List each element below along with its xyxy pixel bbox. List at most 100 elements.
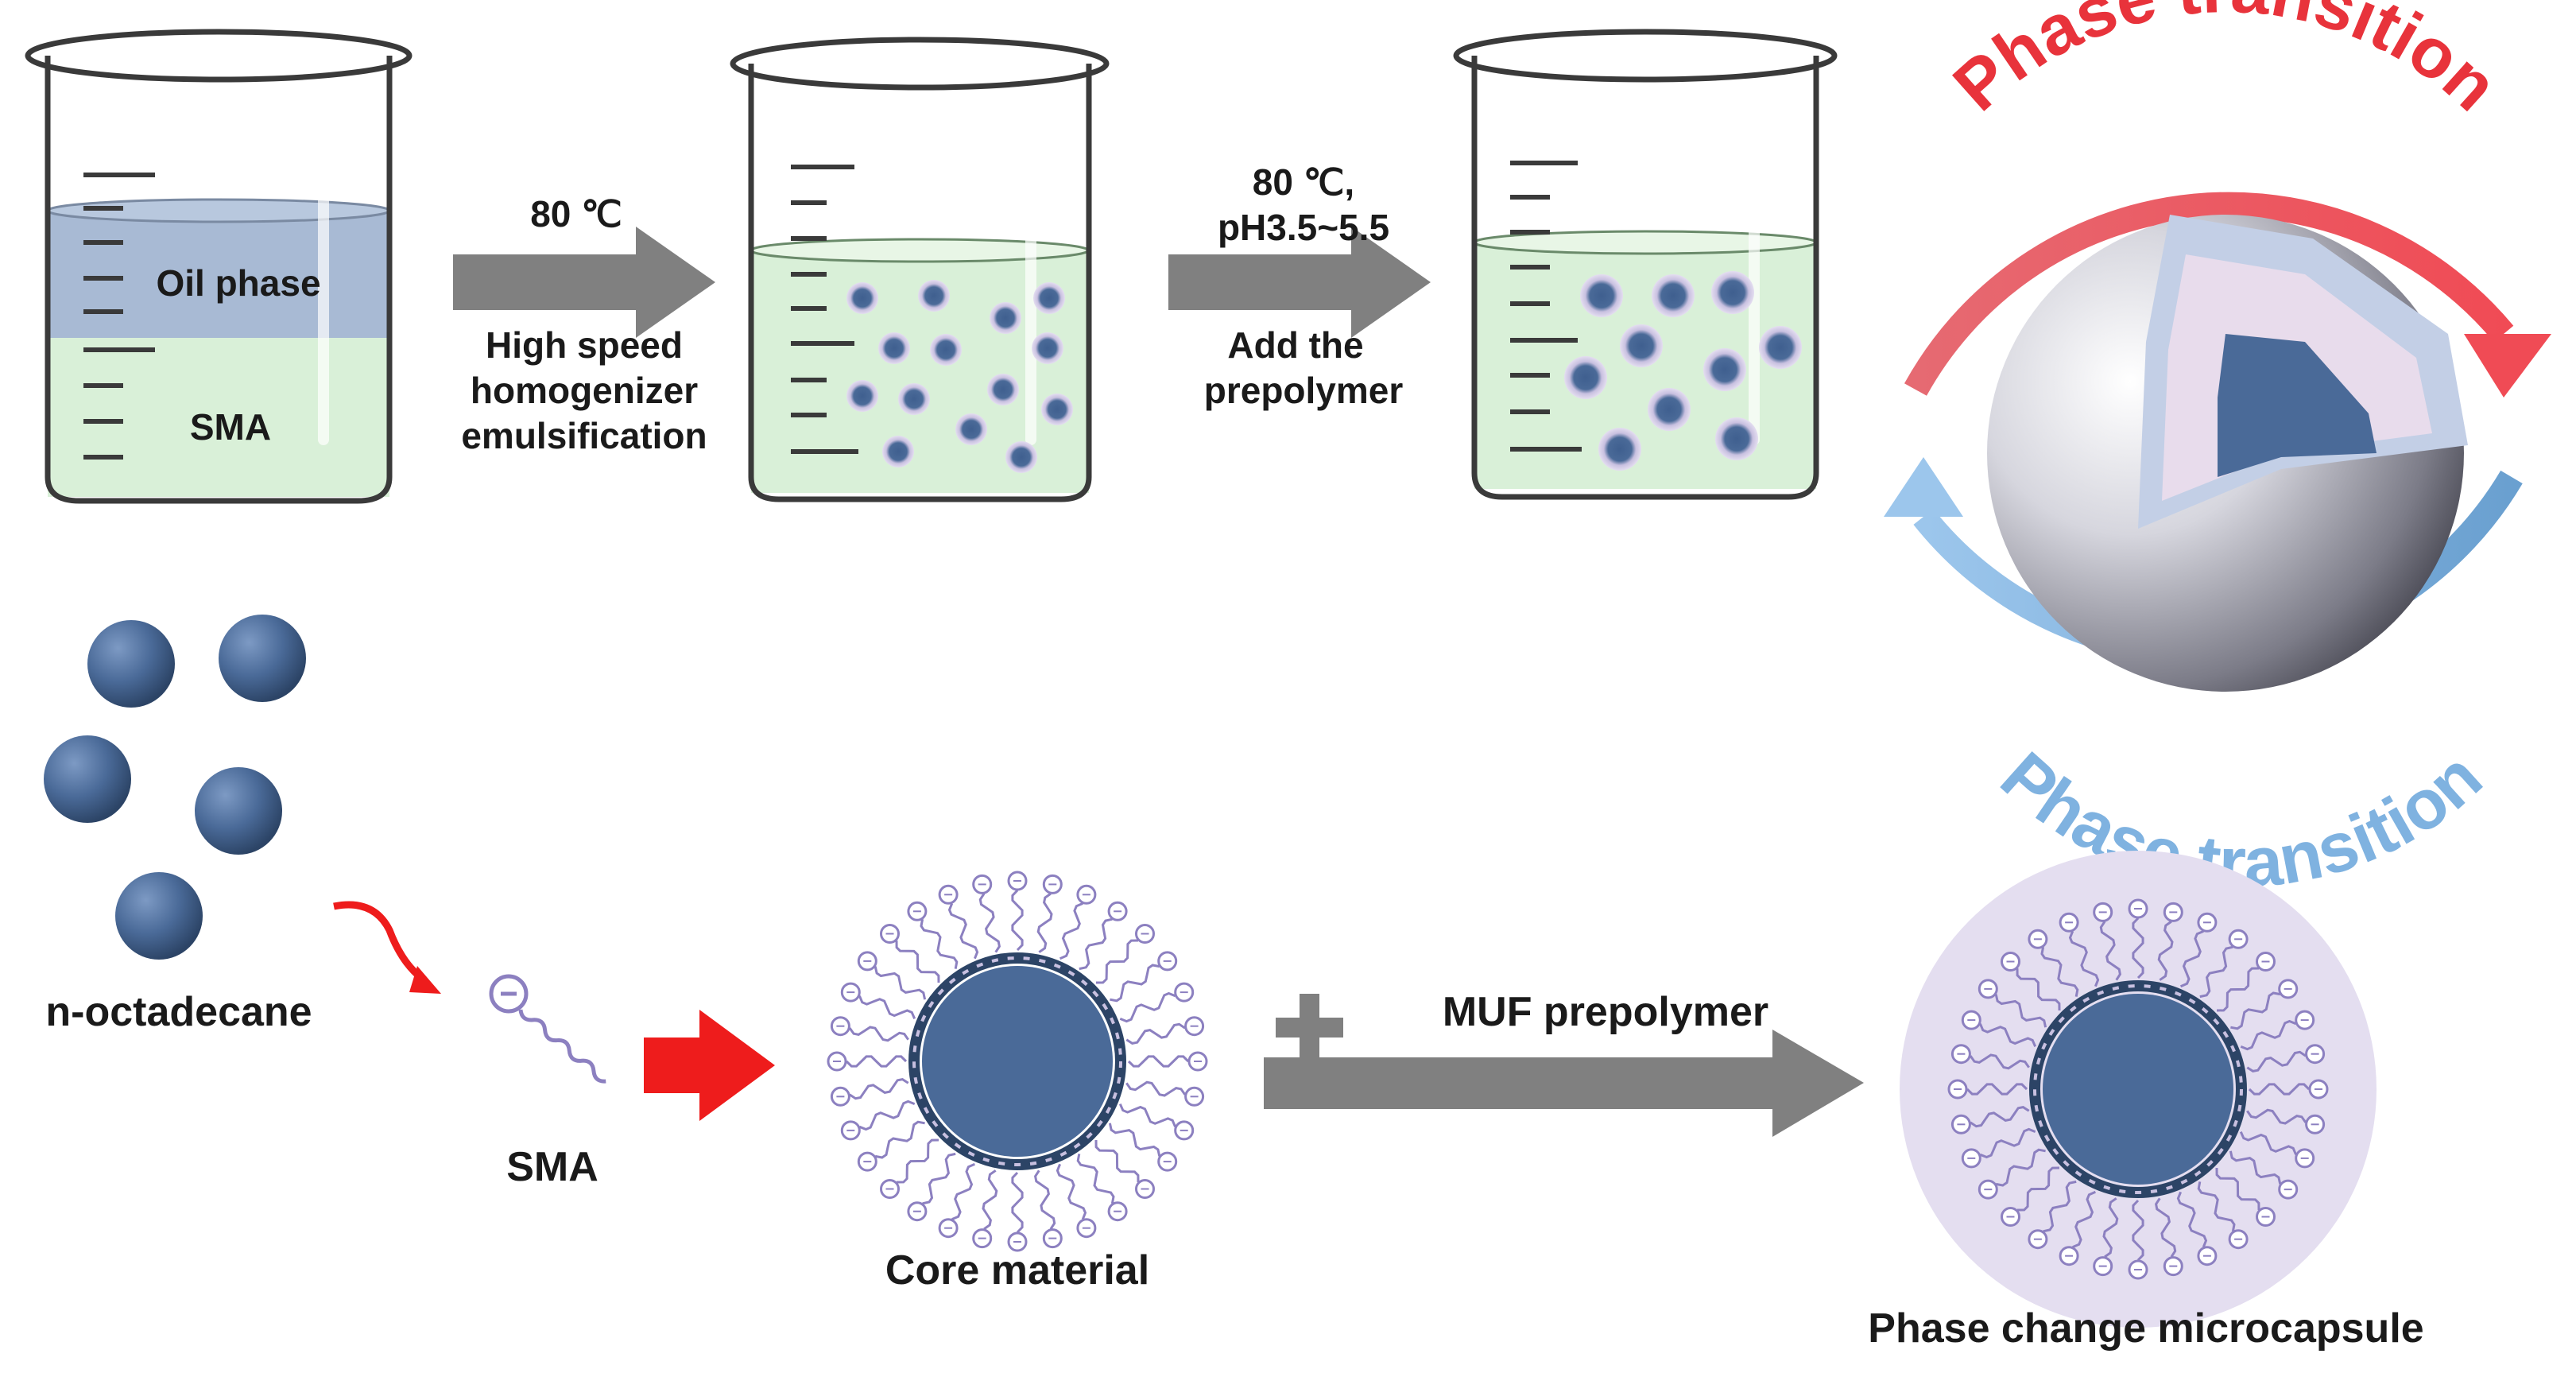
beaker-1-graduations xyxy=(83,173,155,460)
phase-transition-graphic: Phase transition Phase transition xyxy=(1884,0,2551,902)
surfactant-tail xyxy=(1127,1055,1190,1068)
beaker-2-droplets xyxy=(846,280,1073,473)
capsule xyxy=(1598,428,1641,471)
surfactant-tail xyxy=(922,1152,956,1205)
surfactant-tail xyxy=(1994,994,2047,1028)
surfactant-tail xyxy=(1966,1083,2028,1096)
beaker-2-wall xyxy=(748,64,1092,502)
surfactant-tail xyxy=(1125,1080,1187,1097)
surfactant-tail xyxy=(2155,1197,2177,1258)
core-surfactant-shell xyxy=(827,871,1208,1252)
octadecane-ball xyxy=(195,767,282,855)
surfactant-tail xyxy=(1059,902,1083,960)
surfactant-tail xyxy=(2179,930,2204,988)
oil-phase-layer xyxy=(48,211,389,338)
surfactant-tail xyxy=(2246,1108,2307,1125)
surfactant-tail xyxy=(1095,939,1139,984)
surfactant-tail xyxy=(2132,917,2144,979)
surfactant-tail xyxy=(2216,967,2260,1012)
arrow-1-shape xyxy=(453,227,715,338)
capsule-core xyxy=(2043,994,2233,1185)
capsule xyxy=(1652,274,1695,317)
surfactant-tail xyxy=(2043,1180,2077,1233)
surfactant-tail xyxy=(2246,1050,2307,1072)
octadecane-cluster: n-octadecane xyxy=(44,615,312,1035)
plus-sign-horizontal xyxy=(1276,1018,1343,1038)
surfactant-tail xyxy=(858,1100,916,1131)
droplet xyxy=(955,413,987,445)
step-1-desc-line-1: High speed xyxy=(486,324,683,366)
surfactant-tail xyxy=(951,1162,976,1220)
step-1-desc-line-2: homogenizer xyxy=(471,370,698,411)
droplet xyxy=(898,383,930,415)
surfactant-tail xyxy=(920,918,959,969)
beaker-1-glare xyxy=(318,95,329,445)
muf-label: MUF prepolymer xyxy=(1443,989,1768,1035)
surfactant-tail xyxy=(2215,1167,2260,1211)
surfactant-tail xyxy=(2199,945,2233,999)
surfactant-tail xyxy=(849,1078,909,1100)
surfactant-tail xyxy=(895,940,940,983)
surfactant-tail xyxy=(1034,1169,1056,1230)
droplet xyxy=(990,302,1021,334)
beaker-3-rim xyxy=(1453,29,1838,83)
droplet xyxy=(1033,282,1065,314)
process-arrow-1: 80 ℃ High speed homogenizer emulsificati… xyxy=(453,193,715,456)
top-arc xyxy=(1904,192,2514,396)
capsule-label: Phase change microcapsule xyxy=(1868,1305,2423,1352)
surfactant-tail xyxy=(1056,1163,1087,1220)
droplet xyxy=(987,374,1019,405)
octadecane-ball xyxy=(219,615,306,702)
step-2-desc-line-2: prepolymer xyxy=(1204,370,1404,411)
surfactant-tail xyxy=(2197,1181,2236,1232)
surfactant-tail xyxy=(1036,892,1053,953)
sma-molecule: SMA xyxy=(489,974,606,1190)
muf-arrow-shape xyxy=(1264,1030,1864,1137)
surfactant-tail xyxy=(2072,1190,2097,1248)
droplet xyxy=(1032,332,1063,364)
phase-change-microcapsule: Phase change microcapsule xyxy=(1868,851,2424,1352)
droplet xyxy=(930,334,962,366)
surfactant-tail xyxy=(848,1026,909,1042)
surfactant-tail xyxy=(1110,964,1160,1003)
capsule-surfactant-shell xyxy=(1947,898,2329,1280)
step-2-desc-line-1: Add the xyxy=(1227,324,1363,366)
surfactant-tail xyxy=(1118,1103,1176,1127)
top-arc-arrowhead xyxy=(2464,334,2551,398)
surfactant-tail xyxy=(2248,1083,2311,1096)
sma-label: SMA xyxy=(506,1144,598,1190)
surfactant-tail xyxy=(2068,930,2100,987)
capsule-core-chevrons xyxy=(2033,984,2243,1194)
surfactant-tail xyxy=(947,902,979,960)
surfactant-tail xyxy=(1076,1154,1115,1204)
surfactant-tail xyxy=(874,966,927,1000)
surfactant-tail xyxy=(982,1169,998,1231)
core-chevrons xyxy=(912,956,1122,1166)
surfactant-tail xyxy=(2239,1131,2297,1155)
surfactant-tail xyxy=(845,1055,908,1068)
beaker-3-wall xyxy=(1471,56,1819,500)
droplet xyxy=(1041,394,1073,425)
beaker-2-graduations xyxy=(791,165,858,454)
surfactant-tail xyxy=(1979,1023,2037,1048)
capsule xyxy=(1759,326,1802,369)
surfactant-tail xyxy=(2102,1197,2119,1259)
droplet xyxy=(918,280,950,312)
droplet xyxy=(882,436,914,467)
bottom-arc-arrowhead xyxy=(1884,457,1963,517)
process-arrow-2: 80 ℃, pH3.5~5.5 Add the prepolymer xyxy=(1168,161,1431,411)
beaker-1-rim xyxy=(25,29,413,83)
beaker-1-wall xyxy=(45,56,393,504)
small-red-arrow-curve xyxy=(333,901,424,981)
sma-water-label: SMA xyxy=(190,406,271,448)
sphere-core-cut xyxy=(2218,334,2377,477)
capsule xyxy=(1703,348,1746,391)
octadecane-ball xyxy=(87,620,175,708)
surfactant-tail xyxy=(1995,1148,2046,1187)
surfactant-tail xyxy=(2240,1019,2297,1051)
surfactant-tail xyxy=(1979,1127,2036,1159)
surfactant-tail xyxy=(1011,1171,1024,1234)
capsule xyxy=(1715,417,1758,460)
